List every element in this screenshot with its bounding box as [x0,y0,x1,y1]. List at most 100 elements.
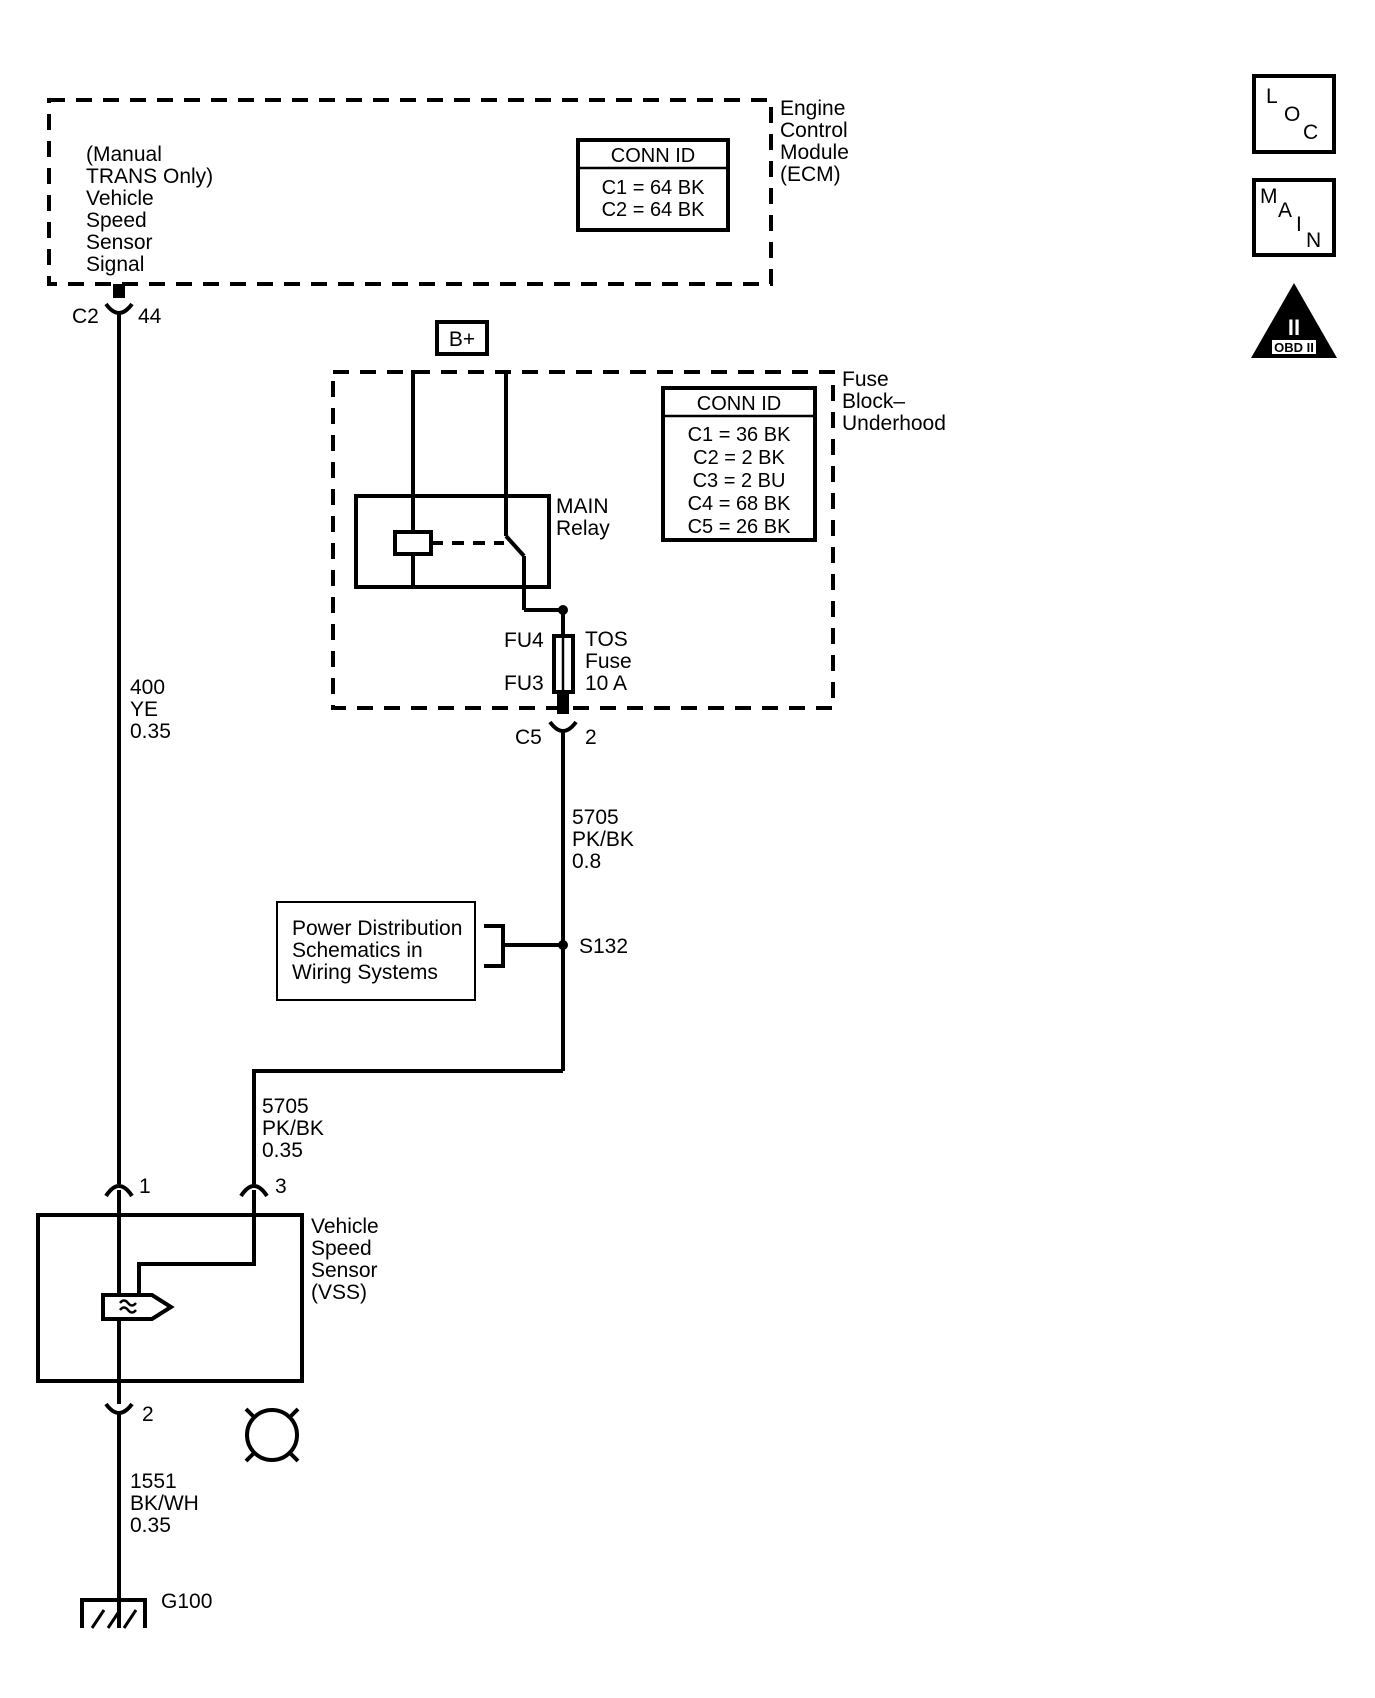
battery-box [435,320,489,356]
ecm-conn-id-row: C2 = 64 BK [602,199,706,221]
wire-5705-035-color: PK/BK [262,1117,324,1140]
sensor-wave-icon [119,1299,137,1307]
fuse-block-connector-c5: C5 2 [515,692,597,749]
connector-cup-icon [104,302,134,315]
vss-label-line-2: Speed [311,1237,372,1260]
vss-pin-signal: 1 [139,1175,151,1198]
ecm-connector-id: C2 [72,305,99,328]
ecm-signal-line-3: Vehicle [86,187,154,210]
wire-5705-gauge: 0.8 [572,850,601,873]
wire-5705-035-gauge: 0.35 [262,1139,303,1162]
ecm-conn-id-table: CONN ID C1 = 64 BK C2 = 64 BK [576,138,730,232]
vss-pin-power: 3 [275,1175,287,1198]
loc-letter: O [1284,103,1300,126]
wire-400-gauge: 0.35 [130,720,171,743]
obd-ii-icon[interactable]: OBD II II [1251,283,1337,358]
splice-s132: S132 [505,935,628,958]
ecm-pin-stub [113,284,125,298]
fuse-block-conn-id-table: CONN ID C1 = 36 BK C2 = 2 BK C3 = 2 BU C… [661,386,817,542]
wire-5705-color: PK/BK [572,828,634,851]
ground-g100: G100 [80,1590,212,1629]
tos-fuse: FU4 FU3 TOS Fuse 10 A [504,605,632,695]
ecm-conn-id-box [576,138,730,232]
component-location-icon [244,1407,300,1463]
wire-5705-035-circuit: 5705 [262,1095,309,1118]
battery-label: B+ [449,328,475,351]
vss-label-line-1: Vehicle [311,1215,379,1238]
relay-switch-contact-icon [504,534,526,558]
ecm-outline [47,98,773,286]
fuse-block-conn-id-box [661,386,817,542]
fuse-label-line-2: Fuse [585,650,632,673]
main-relay: MAIN Relay [354,494,610,612]
fuse-block-conn-id-row: C3 = 2 BU [693,470,786,492]
fuse-block-conn-id-row: C4 = 68 BK [688,493,792,515]
fuse-block-outline [331,370,835,710]
main-letter: A [1278,199,1292,222]
vss-body [36,1213,304,1383]
fuse-block-conn-id-row: C2 = 2 BK [693,447,785,469]
reference-bracket [484,924,505,968]
fuse-terminal-bottom: FU3 [504,672,544,695]
reference-line-2: Schematics in [292,939,423,962]
ecm-signal-line-2: TRANS Only) [86,165,213,188]
ecm-label-line-2: Control [780,119,848,142]
obd-numeral: II [1288,315,1300,340]
ecm-signal-line-5: Sensor [86,231,153,254]
ecm-connector-c2: C2 44 [72,284,162,328]
loc-icon[interactable]: L O C [1252,74,1336,154]
ecm-label-line-3: Module [780,141,849,164]
sensor-element-icon [101,1293,175,1321]
sensor-wave-icon [119,1306,137,1314]
fuse-block-conn-id-row: C5 = 26 BK [688,516,792,538]
wire-1551-circuit: 1551 [130,1470,177,1493]
main-letter: I [1296,213,1302,236]
fuse-block-conn-id-row: C1 = 36 BK [688,424,792,446]
ecm-label-line-4: (ECM) [780,163,841,186]
fuse-block-connector-id: C5 [515,726,542,749]
connector-cup-icon [104,1184,134,1198]
vss-internal-power-wire [137,1215,256,1295]
ground-icon [80,1598,147,1628]
wire-5705-circuit: 5705 [572,806,619,829]
fuse-block-underhood: Fuse Block– Underhood CONN ID C1 = 36 BK… [331,368,946,710]
fuse-block-label-line-2: Block– [842,390,905,413]
connector-cup-icon [239,1184,269,1198]
main-icon[interactable]: M A I N [1252,178,1336,257]
relay-coil-icon [393,530,433,556]
ecm-conn-id-header: CONN ID [611,145,695,167]
ecm-conn-id-row: C1 = 64 BK [602,177,706,199]
battery-positive: B+ [435,320,489,356]
engine-control-module: (Manual TRANS Only) Vehicle Speed Sensor… [47,97,849,286]
ecm-connector-pin: 44 [138,305,162,328]
fuse-block-connector-pin: 2 [585,726,597,749]
wire-1551-color: BK/WH [130,1492,199,1515]
vehicle-speed-sensor: 1 3 Vehicle Speed Sensor (VSS) 2 [36,1175,379,1463]
fuse-label-line-3: 10 A [585,672,627,695]
reference-box [276,901,476,1001]
obd-label: OBD II [1274,340,1314,355]
fuse-block-label-line-1: Fuse [842,368,889,391]
fuse-block-label-line-3: Underhood [842,412,946,435]
wire-1551-gauge: 0.35 [130,1514,171,1537]
main-letter: N [1306,229,1321,252]
loc-letter: C [1303,121,1318,144]
relay-label-line-1: MAIN [556,495,609,518]
ecm-signal-line-1: (Manual [86,143,162,166]
splice-label: S132 [579,935,628,958]
ecm-signal-line-4: Speed [86,209,147,232]
main-letter: M [1260,185,1278,208]
ecm-signal-line-6: Signal [86,253,144,276]
wire-400-circuit: 400 [130,676,165,699]
vss-label-line-4: (VSS) [311,1281,367,1304]
vss-label-line-3: Sensor [311,1259,378,1282]
ground-label: G100 [161,1590,212,1613]
relay-body [354,494,551,589]
fuse-block-pin-stub [557,692,569,714]
fuse-block-conn-id-header: CONN ID [697,393,781,415]
fuse-terminal-top: FU4 [504,629,544,652]
wire-5705-pk-bk-035 [252,1069,563,1184]
reference-line-3: Wiring Systems [292,961,438,984]
reference-line-1: Power Distribution [292,917,462,940]
